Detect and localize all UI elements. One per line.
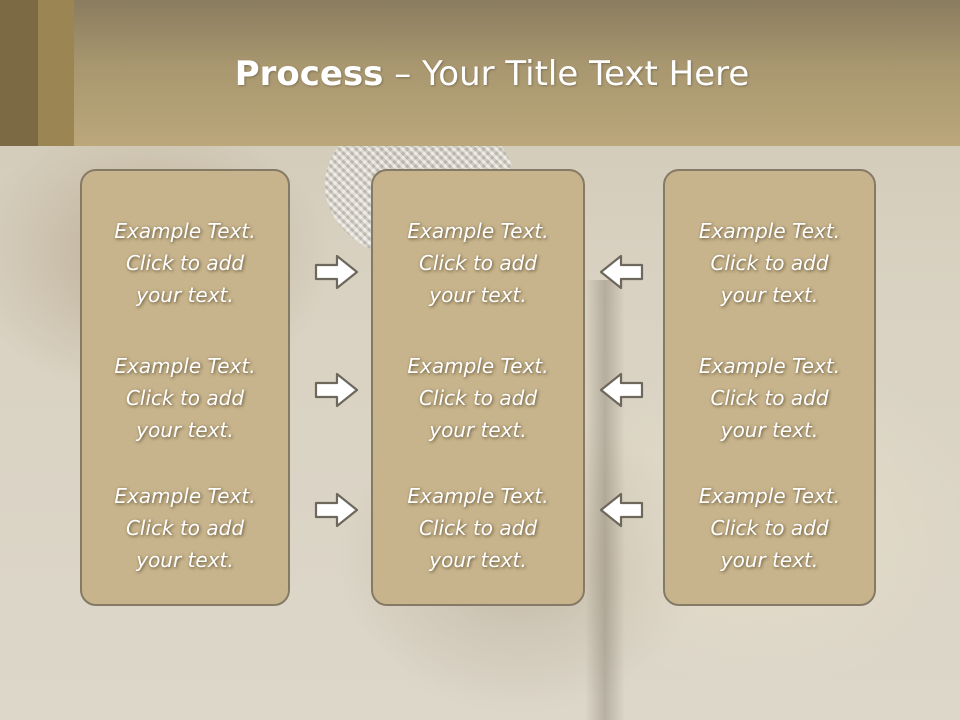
text-placeholder[interactable]: Example Text. Click to add your text. xyxy=(82,480,288,576)
text-line: your text. xyxy=(429,548,527,572)
text-placeholder[interactable]: Example Text. Click to add your text. xyxy=(373,215,583,311)
text-line: Click to add xyxy=(418,251,538,275)
arrow-right-icon[interactable] xyxy=(313,252,361,292)
text-line: Example Text. xyxy=(698,354,841,378)
arrow-left-icon[interactable] xyxy=(597,252,645,292)
title-rest: – Your Title Text Here xyxy=(383,54,750,94)
text-line: Click to add xyxy=(710,251,829,275)
text-line: Click to add xyxy=(418,386,538,410)
text-line: Example Text. xyxy=(407,219,549,243)
header-accent-stripe xyxy=(38,0,74,146)
text-line: your text. xyxy=(136,548,234,572)
text-line: Example Text. xyxy=(407,484,549,508)
text-line: your text. xyxy=(429,418,527,442)
text-line: Example Text. xyxy=(114,219,256,243)
process-box-left[interactable]: Example Text. Click to add your text. Ex… xyxy=(80,169,290,606)
arrow-left-icon[interactable] xyxy=(597,490,645,530)
arrow-right-icon[interactable] xyxy=(313,490,361,530)
title-bar: Process – Your Title Text Here xyxy=(0,0,960,146)
text-line: your text. xyxy=(136,418,234,442)
arrow-left-icon[interactable] xyxy=(597,370,645,410)
text-line: your text. xyxy=(720,548,819,572)
text-line: Click to add xyxy=(125,516,245,540)
title-bold: Process xyxy=(234,54,384,94)
text-placeholder[interactable]: Example Text. Click to add your text. xyxy=(82,215,288,311)
text-placeholder[interactable]: Example Text. Click to add your text. xyxy=(373,480,583,576)
text-line: Click to add xyxy=(125,251,245,275)
process-box-right[interactable]: Example Text. Click to add your text. Ex… xyxy=(663,169,876,606)
text-line: your text. xyxy=(136,283,234,307)
text-line: Click to add xyxy=(710,386,829,410)
header-accent-stripe xyxy=(0,0,38,146)
text-placeholder[interactable]: Example Text. Click to add your text. xyxy=(373,350,583,446)
text-line: Click to add xyxy=(418,516,538,540)
process-box-center[interactable]: Example Text. Click to add your text. Ex… xyxy=(371,169,585,606)
text-line: Click to add xyxy=(125,386,245,410)
text-line: your text. xyxy=(720,283,819,307)
text-line: Example Text. xyxy=(698,484,841,508)
text-placeholder[interactable]: Example Text. Click to add your text. xyxy=(82,350,288,446)
slide-title[interactable]: Process – Your Title Text Here xyxy=(0,52,960,96)
text-line: Click to add xyxy=(710,516,829,540)
text-placeholder[interactable]: Example Text. Click to add your text. xyxy=(665,350,874,446)
text-line: Example Text. xyxy=(114,484,256,508)
text-placeholder[interactable]: Example Text. Click to add your text. xyxy=(665,480,874,576)
text-line: Example Text. xyxy=(698,219,841,243)
text-line: Example Text. xyxy=(114,354,256,378)
text-line: Example Text. xyxy=(407,354,549,378)
text-placeholder[interactable]: Example Text. Click to add your text. xyxy=(665,215,874,311)
arrow-right-icon[interactable] xyxy=(313,370,361,410)
text-line: your text. xyxy=(720,418,819,442)
text-line: your text. xyxy=(429,283,527,307)
